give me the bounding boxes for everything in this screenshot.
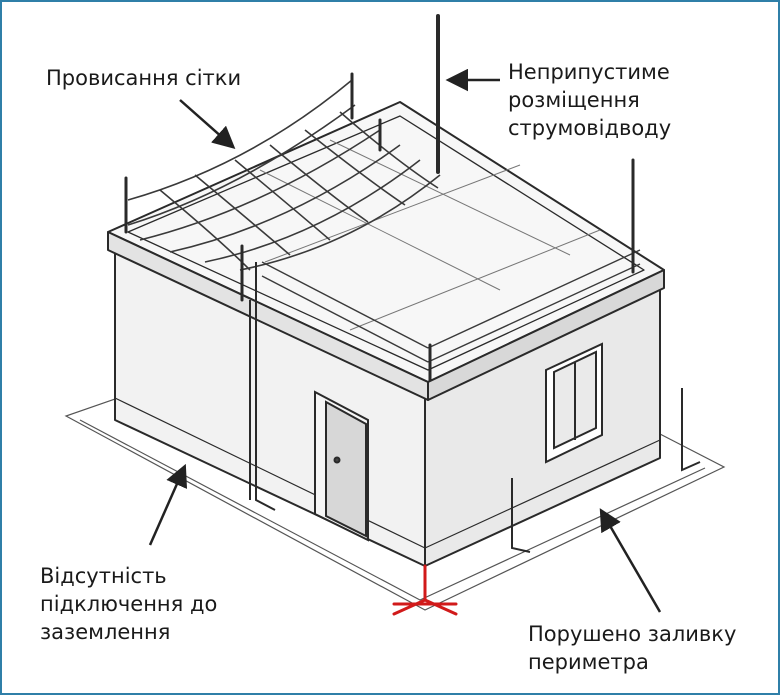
lightning-mesh (127, 79, 441, 271)
callout-arrows (148, 68, 662, 613)
label-no-ground-connection: Відсутність підключення до заземлення (40, 564, 218, 644)
roof-slab (107, 101, 665, 401)
mesh-posts (124, 72, 382, 302)
downconductors (249, 262, 701, 553)
label-perimeter-violation: Порушено заливку периметра (528, 622, 737, 674)
window (545, 342, 603, 464)
label-grid-sag: Провисання сітки (46, 66, 242, 90)
roof-seams (259, 139, 601, 331)
arrow-ground (148, 463, 188, 546)
guard-wires (261, 249, 641, 363)
door (314, 390, 369, 542)
arrow-perimeter (599, 508, 662, 613)
air-terminals (428, 14, 635, 382)
arrow-grid-sag (179, 99, 236, 149)
ground-mark (392, 564, 458, 616)
label-downconductor-placement: Неприпустиме розміщення струмовідводу (508, 60, 672, 140)
